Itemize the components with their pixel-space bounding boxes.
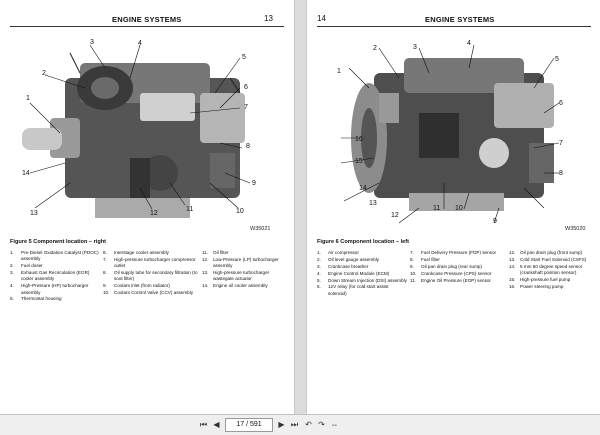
legend-item: 1.Pre-Diesel Oxidation Catalyst (PDOC) a…: [10, 250, 99, 262]
forward-icon[interactable]: ↷: [318, 420, 325, 429]
callout-11: 11: [186, 206, 194, 213]
callout-1: 1: [26, 95, 30, 102]
legend-item: 7.Fuel Delivery Pressure (FDP) sensor: [410, 250, 497, 255]
legend-item: 15.High-pressure fuel pump: [509, 276, 571, 282]
back-icon[interactable]: ↶: [305, 420, 312, 429]
legend-item: 4.Engine Control Module (ECM): [317, 270, 390, 276]
legend-item: 4.High-Pressure (HP) turbocharger assemb…: [10, 283, 89, 295]
legend-item: 11.Engine Oil Pressure (EOP) sensor: [410, 277, 491, 283]
callout-3: 3: [90, 39, 94, 46]
header-title: ENGINE SYSTEMS: [112, 15, 182, 24]
figure-caption: Figure 6 Component location – left: [317, 239, 409, 245]
callout-14: 14: [22, 170, 30, 177]
legend-item: 13.Cold Start Fuel Solenoid (CSFS): [509, 256, 587, 262]
legend-item: 9.Oil pan drain plug (rear sump): [410, 263, 483, 269]
callout-10: 10: [236, 208, 244, 215]
legend-item: 2.Oil level gauge assembly: [317, 256, 380, 262]
legend-item: 3.Crankcase breather: [317, 263, 369, 269]
engine-left-illustration: [319, 33, 589, 233]
page-number: 14: [317, 14, 326, 23]
legend-item: 1.Air compressor: [317, 250, 359, 255]
engine-right-illustration: [10, 33, 280, 233]
page-number: 13: [264, 14, 273, 23]
legend-item: 12.Low-Pressure (LP) turbocharger assemb…: [202, 256, 279, 269]
figure-code: W35021: [250, 226, 271, 232]
callout-4: 4: [467, 40, 471, 47]
callout-4: 4: [138, 40, 142, 47]
next-page-icon[interactable]: ▶: [278, 420, 285, 429]
callout-13: 13: [369, 200, 377, 207]
callout-13: 13: [30, 210, 38, 217]
legend-item: 11.Oil filter: [202, 250, 229, 255]
page-number-input[interactable]: 17 / 591: [225, 418, 273, 432]
legend-item: 8.Oil supply tube for secondary filtrati…: [103, 270, 198, 282]
legend-item: 6.Interstage cooler assembly: [103, 250, 169, 255]
callout-2: 2: [42, 70, 46, 77]
callout-12: 12: [391, 212, 399, 219]
legend-item: 14.Engine oil cooler assembly: [202, 283, 268, 289]
legend-item: 7.High-pressure turbocharger compressor …: [103, 256, 196, 269]
callout-10: 10: [455, 205, 463, 212]
fit-icon[interactable]: ⇔: [330, 420, 339, 429]
figure-caption: Figure 5 Component location – right: [10, 239, 107, 245]
legend-item: 10.Crankcase Pressure (CPS) sensor: [410, 270, 492, 276]
callout-7: 7: [244, 104, 248, 111]
legend-item: 2.Fuel doser: [10, 263, 43, 269]
page-14: 14 ENGINE SYSTEMS: [306, 0, 600, 414]
header-rule: [317, 26, 591, 27]
callout-12: 12: [150, 210, 158, 217]
first-page-icon[interactable]: ⏮: [199, 420, 208, 429]
callout-14: 14: [359, 185, 367, 192]
callout-16: 16: [355, 136, 363, 143]
callout-7: 7: [559, 140, 563, 147]
legend-item: 5.Down Stream Injection (DSI) assembly: [317, 277, 407, 283]
legend-item: 6.12V relay (for cold start assist solen…: [317, 284, 389, 296]
legend-item: 10.Coolant Control Valve (CCV) assembly: [103, 290, 194, 296]
legend-item: 12.Oil pan drain plug (front sump): [509, 250, 583, 255]
legend-item: 13.High-pressure turbocharger wastegate …: [202, 270, 270, 282]
legend-item: 8.Fuel filter: [410, 256, 440, 262]
legend-item: 14.5 mm 60 degree speed sensor (cranksha…: [509, 263, 583, 276]
legend-item: 3.Exhaust Gas Recirculation (EGR) cooler…: [10, 270, 90, 282]
header-title: ENGINE SYSTEMS: [425, 15, 495, 24]
callout-6: 6: [244, 84, 248, 91]
callout-15: 15: [355, 158, 363, 165]
prev-page-icon[interactable]: ◀: [213, 420, 220, 429]
callout-5: 5: [555, 56, 559, 63]
callout-5: 5: [242, 54, 246, 61]
header-rule: [10, 26, 284, 27]
callout-9: 9: [493, 218, 497, 225]
callout-8: 8: [246, 143, 250, 150]
callout-11: 11: [433, 205, 441, 212]
legend-item: 5.Thermostat housing: [10, 296, 62, 302]
figure-code: W35020: [565, 226, 586, 232]
callout-2: 2: [373, 45, 377, 52]
legend-item: 16.Power steering pump: [509, 283, 564, 289]
legend-item: 9.Coolant inlet (from radiator): [103, 283, 170, 289]
callout-9: 9: [252, 180, 256, 187]
page-13: ENGINE SYSTEMS 13: [0, 0, 295, 414]
callout-6: 6: [559, 100, 563, 107]
last-page-icon[interactable]: ⏭: [290, 420, 299, 429]
callout-3: 3: [413, 44, 417, 51]
viewer-toolbar: ⏮ ◀ 17 / 591 ▶ ⏭ ↶ ↷ ⇔: [0, 414, 600, 435]
callout-8: 8: [559, 170, 563, 177]
callout-1: 1: [337, 68, 341, 75]
